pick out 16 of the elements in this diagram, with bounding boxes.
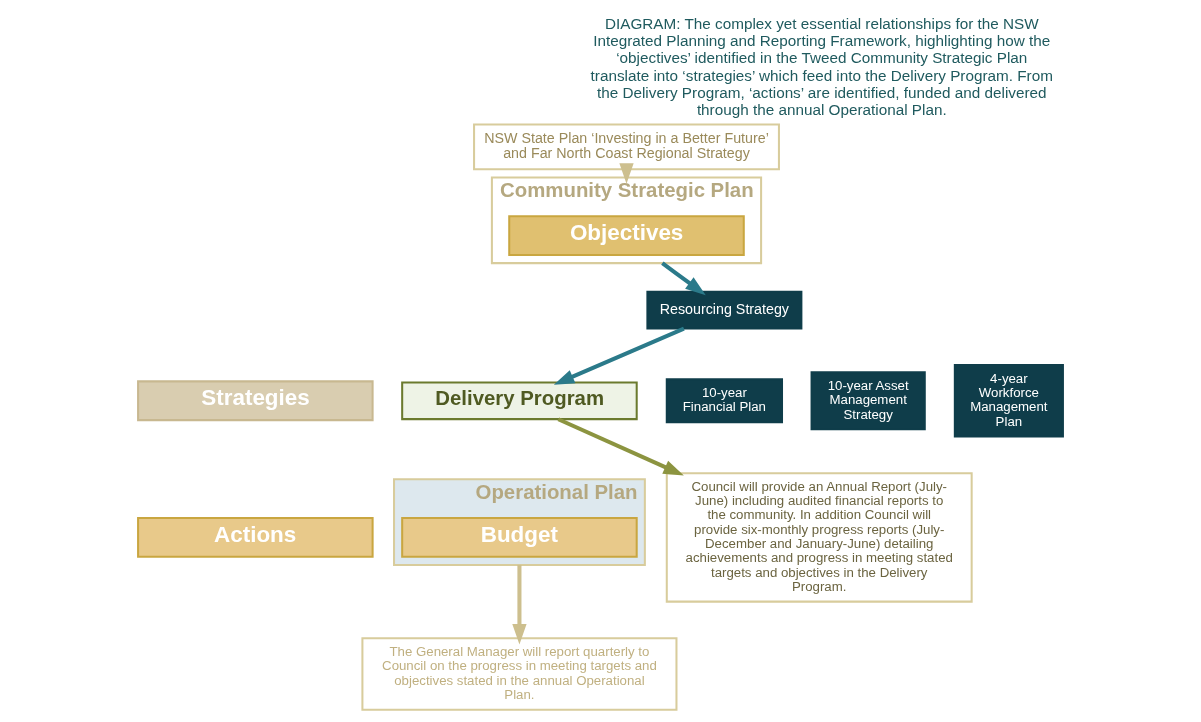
- node-box: Council will provide an Annual Report (July-June) including audited financial reports to the community. In addition Council will provide six-monthly progress reports (July-December and January-June) detailing achievements and progress in meeting stated targets and objectives in the Delivery Program.: [665, 472, 973, 603]
- node-box: 10-year Financial Plan: [665, 378, 783, 424]
- node-box: Budget: [401, 517, 638, 558]
- node-box: Delivery Program: [401, 381, 638, 421]
- arrow: [512, 564, 527, 645]
- node-box: Actions: [137, 517, 374, 558]
- node-box: The General Manager will report quarterly to Council on the progress in meeting targets and objectives stated in the annual Operational Plan.: [361, 637, 678, 711]
- arrow: [553, 326, 685, 385]
- node-box: Objectives: [508, 215, 745, 256]
- node-box: 10-year Asset Management Strategy: [810, 371, 926, 431]
- node-box: Resourcing Strategy: [646, 290, 803, 330]
- node-box: Strategies: [137, 380, 374, 422]
- arrow: [619, 163, 634, 184]
- node-box: 4-year Workforce Management Plan: [953, 364, 1064, 438]
- arrow: [557, 417, 684, 476]
- caption: DIAGRAM: The complex yet essential relationships for the NSW Integrated Planning and Reporting Framework, highlighting how the ‘objectives’ identified in the Tweed Community Strategic Plan translate into ‘strategies’ which feed into the Delivery Program. From the Delivery Program, ‘actions’ are identified, funded and delivered through the annual Operational Plan.: [590, 14, 1053, 119]
